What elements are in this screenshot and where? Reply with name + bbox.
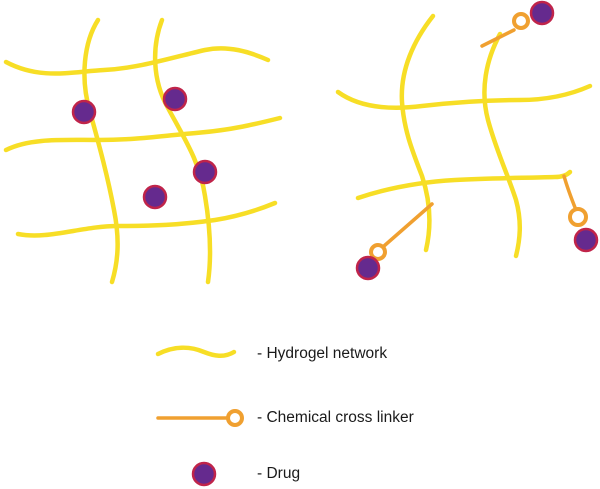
drug-molecule — [162, 86, 188, 112]
legend-hydrogel-symbol — [155, 345, 237, 358]
cross-linker-ring — [512, 12, 530, 30]
drug-molecule — [71, 99, 97, 125]
right-panel-linkers — [355, 0, 599, 281]
drug-molecule — [573, 227, 599, 253]
left-panel-drugs — [71, 86, 218, 210]
hydrogel-fiber — [82, 17, 120, 285]
cross-linker-ring — [369, 243, 387, 261]
hydrogel-fiber — [482, 31, 522, 259]
hydrogel-fiber — [3, 46, 271, 76]
hydrogel-fiber — [399, 13, 436, 253]
chemical-cross-linker — [562, 174, 578, 212]
hydrogel-fiber — [355, 169, 573, 201]
hydrogel-fiber — [335, 83, 593, 111]
hydrogel-fiber — [15, 200, 278, 238]
chemical-cross-linker — [382, 202, 434, 248]
legend — [155, 345, 244, 487]
drug-molecule — [192, 159, 218, 185]
legend-linker-label: - Chemical cross linker — [257, 409, 414, 426]
legend-drug-label: - Drug — [257, 465, 301, 482]
drug-molecule — [355, 255, 381, 281]
legend-drug-icon — [191, 461, 217, 487]
left-panel-network — [3, 17, 283, 285]
cross-linker-ring — [568, 207, 588, 227]
right-panel-network — [335, 13, 593, 259]
legend-linker-ring-icon — [226, 409, 244, 427]
hydrogel-fiber — [3, 115, 283, 153]
hydrogel-fiber — [152, 17, 213, 285]
chemical-cross-linker — [480, 28, 516, 48]
legend-hydrogel-label: - Hydrogel network — [257, 345, 388, 362]
drug-molecule — [142, 184, 168, 210]
drug-molecule — [529, 0, 555, 26]
